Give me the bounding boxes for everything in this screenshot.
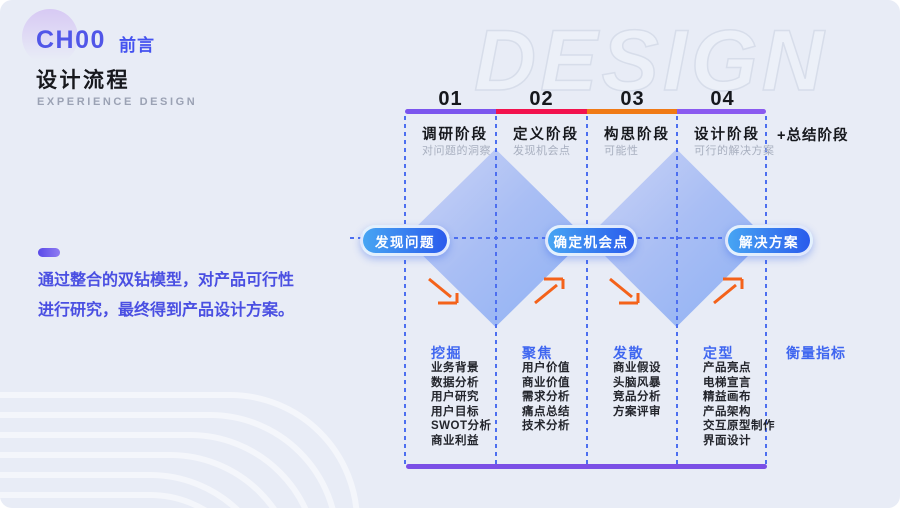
stage-title-ideate: 构思阶段 (604, 127, 670, 143)
phase-label-diverge: 发散 (613, 345, 644, 361)
list-item: 用户目标 (431, 405, 479, 418)
list-item: 技术分析 (522, 420, 570, 432)
stage-desc-research: 对问题的洞察 (422, 145, 491, 157)
phase-label-focus: 聚焦 (522, 345, 553, 361)
milestone-pill-solution: 解决方案 (725, 225, 813, 256)
stage-title-summary: +总结阶段 (777, 128, 849, 144)
list-item: 用户价值 (522, 362, 570, 374)
list-item: 痛点总结 (522, 405, 570, 418)
background-contour-pattern (0, 392, 360, 508)
intro-paragraph: 通过整合的双钻模型，对产品可行性进行研究，最终得到产品设计方案。 (38, 272, 295, 319)
page-subtitle: EXPERIENCE DESIGN (37, 96, 198, 108)
milestone-pill-find-problem: 发现问题 (360, 225, 450, 256)
phase-items-finalize: 产品亮点 电梯宣言 精益画布 产品架构 交互原型制作 界面设计 (703, 361, 798, 448)
list-item: 商业假设 (613, 362, 661, 374)
list-item: 商业利益 (431, 434, 479, 447)
diverge-arrow-icon (428, 277, 459, 305)
chapter-label: CH00 (36, 26, 106, 54)
column-number-03: 03 (620, 88, 645, 110)
column-number-04: 04 (710, 88, 735, 110)
list-item: 头脑风暴 (613, 376, 661, 389)
timeline-segment-1 (405, 109, 496, 114)
timeline-segment-4 (677, 109, 766, 114)
list-item: 精益画布 (703, 391, 751, 403)
metrics-label: 衡量指标 (786, 345, 846, 361)
list-item: SWOT分析 (431, 420, 492, 432)
phase-label-finalize: 定型 (703, 345, 734, 361)
stage-title-define: 定义阶段 (513, 127, 579, 143)
milestone-pill-opportunity: 确定机会点 (545, 225, 637, 256)
list-item: 商业价值 (522, 376, 570, 389)
list-item: 数据分析 (431, 376, 479, 389)
list-item: 界面设计 (703, 434, 751, 447)
stage-title-design: 设计阶段 (694, 127, 760, 143)
stage-desc-design: 可行的解决方案 (694, 145, 775, 157)
stage-title-research: 调研阶段 (422, 127, 488, 143)
list-item: 需求分析 (522, 391, 570, 403)
phase-items-diverge: 商业假设 头脑风暴 竞品分析 方案评审 (613, 361, 708, 419)
diverge-arrow-icon (609, 277, 640, 305)
stage-desc-define: 发现机会点 (513, 145, 571, 157)
timeline-segment-2 (496, 109, 587, 114)
bottom-accent-bar (406, 464, 767, 469)
dashed-divider-vertical (495, 116, 497, 466)
column-number-02: 02 (529, 88, 554, 110)
dashed-divider-vertical (586, 116, 588, 466)
dashed-divider-vertical (404, 116, 406, 466)
dashed-divider-vertical (676, 116, 678, 466)
design-watermark-text: DESIGN (473, 12, 828, 110)
chapter-badge: 前言 (119, 36, 155, 55)
list-item: 业务背景 (431, 362, 479, 374)
stage-desc-ideate: 可能性 (604, 145, 639, 157)
phase-label-dig: 挖掘 (431, 345, 462, 361)
page-title: 设计流程 (36, 69, 130, 92)
decor-circle (22, 9, 78, 65)
phase-items-focus: 用户价值 商业价值 需求分析 痛点总结 技术分析 (522, 361, 617, 434)
list-item: 方案评审 (613, 405, 661, 418)
phase-items-dig: 业务背景 数据分析 用户研究 用户目标 SWOT分析 商业利益 (431, 361, 526, 448)
list-item: 交互原型制作 (703, 420, 775, 432)
converge-arrow-icon (713, 277, 744, 305)
dashed-divider-vertical (765, 116, 767, 466)
list-item: 竞品分析 (613, 391, 661, 403)
converge-arrow-icon (534, 277, 565, 305)
list-item: 用户研究 (431, 391, 479, 403)
intro-dash-decor (38, 248, 60, 257)
list-item: 产品亮点 (703, 362, 751, 374)
list-item: 产品架构 (703, 405, 751, 418)
list-item: 电梯宣言 (703, 376, 751, 389)
column-number-01: 01 (438, 88, 463, 110)
timeline-segment-3 (587, 109, 677, 114)
